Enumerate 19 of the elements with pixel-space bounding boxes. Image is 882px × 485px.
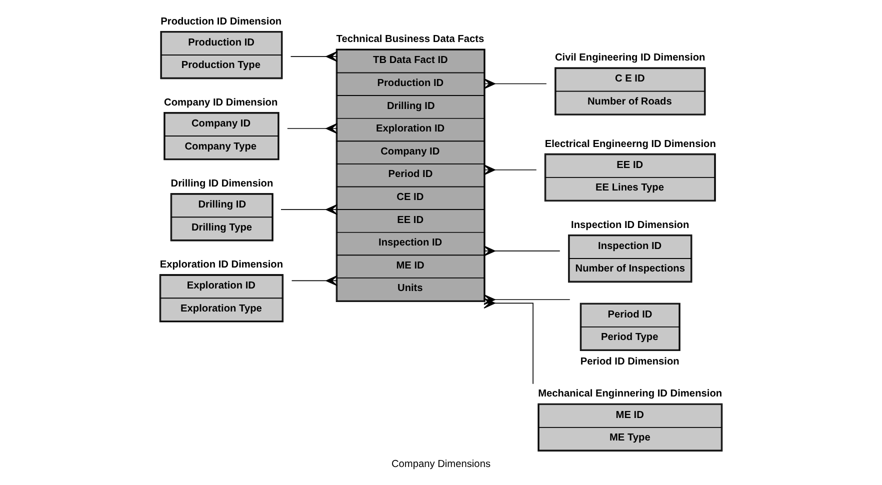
connector [286,123,338,134]
connector [280,204,338,215]
connector [290,51,338,62]
node-label: Production ID Dimension [160,16,282,28]
caption: Company Dimensions [391,459,491,470]
connector [291,275,338,286]
node-label: Civil Engineering ID Dimension [554,52,706,64]
node-label: Inspection ID Dimension [571,220,690,231]
node-label: Drilling ID Dimension [170,178,274,190]
node-label: Company ID Dimension [164,97,278,108]
connector [484,78,547,90]
node-label: Technical Business Data Facts [336,34,484,46]
node-label: Electrical Engineerng ID Dimension [544,138,716,150]
connector [484,164,537,176]
node-label: Exploration ID Dimension [160,259,284,270]
connector [484,298,534,384]
node-label: Period ID Dimension [580,356,680,368]
connector [484,246,560,256]
node-label: Mechanical Enginnering ID Dimension [538,388,722,400]
